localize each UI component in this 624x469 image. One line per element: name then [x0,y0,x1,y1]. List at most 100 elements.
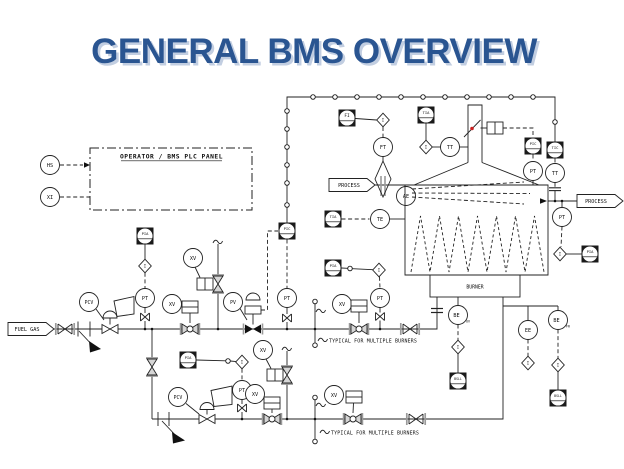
logic-i: I [378,268,381,273]
te-tag: TE [377,217,383,223]
venturi-icon [374,159,392,199]
pt-steam-tag: PT [559,215,565,221]
pcv-pilot-tag: PCV [174,395,183,401]
highway-node-icon [420,94,426,100]
xv-vent-gas: XV [183,239,225,329]
be-uv-tag: BE [453,313,459,319]
manual-valve-icon [282,313,292,323]
highway-node-icon [284,108,290,114]
process-out-label: PROCESS [585,199,607,205]
pia-pilot-chain: PIA I PT [179,351,252,419]
process-in-label: PROCESS [338,183,360,189]
diaphragm-actuator-icon [102,310,118,319]
panel-label: OPERATOR / BMS PLC PANEL [120,154,223,161]
diaphragm-actuator-icon [245,292,261,301]
pia-pilot-tag: PIA [185,355,193,360]
xi-tag: XI [47,195,53,201]
pcv-gas-valve: PCV [79,292,135,335]
be-uv-suffix: UV [466,320,470,324]
highway-node-icon [486,94,492,100]
manual-valve-icon [140,312,150,322]
ft-tag: FT [380,145,386,151]
xv-block1-gas: XV [162,294,201,336]
typical-note-main: TYPICAL FOR MULTIPLE BURNERS [329,339,417,345]
instrument-xi: XI [40,187,90,207]
highway-node-icon [398,94,404,100]
piston-actuator-icon [350,299,368,313]
logic-i: I [527,361,530,366]
logic-i: I [382,118,385,123]
tic-tag: TIC [552,145,559,150]
burner-label: BURNER [466,284,483,290]
bsll-uv-tag: BSLL [454,377,462,381]
xv-block1-pilot: XV [245,384,283,426]
pia-gas2-chain: PIA I PT [324,259,390,329]
pcv-pilot-valve: PCV [168,385,233,425]
highway-node-icon [284,180,290,186]
fi-tag: FI [344,113,350,119]
bsll-fr-tag: BSLL [554,394,562,398]
be-fr-tag: BE [553,318,559,324]
xv-vent-gas-tag: XV [190,256,196,262]
highway-node-icon [464,94,470,100]
xv-block2-pilot-tag: XV [331,393,337,399]
pt-pilot-tag: PT [239,388,245,394]
note-leader-icon [319,429,330,435]
highway-node-icon [310,94,316,100]
instrument-hs: HS [40,155,90,175]
highway-node-icon [284,126,290,132]
boiler: TIA TE BURNER [324,162,549,298]
sight-path-lines [411,181,531,205]
damper-actuator-icon [486,121,504,135]
highway-node-icon [284,162,290,168]
tia-furnace-tag: TIA [330,214,338,219]
pt-furnace-tag: PT [530,169,536,175]
xv-vent-pilot-tag: XV [260,348,266,354]
shared-display-bsll-fr-icon [549,389,567,407]
control-valve-icon [101,323,119,335]
pilot-horn-icon [210,385,233,407]
main-gas-line: FUEL GAS PCV PIA I PT [7,222,443,419]
pia-gas1-chain: PIA I PT [135,227,155,329]
logic-i: I [559,252,562,257]
spec-break-icon [78,330,101,353]
ball-valve-icon [261,412,283,426]
page-title: GENERAL BMS OVERVIEW [91,32,537,71]
pia-steam-tag: PIA [587,249,595,254]
hs-tag: HS [47,163,53,169]
logic-i: I [557,363,560,368]
logic-i: I [457,345,460,350]
globe-valve-icon [245,324,261,334]
xv-block1-gas-tag: XV [169,302,175,308]
highway-node-icon [508,94,514,100]
spec-break-icon [161,420,185,444]
stack-and-damper: TIA I TT PIC PT [417,104,543,185]
ball-valve-icon [342,412,364,426]
manual-valve-icon [375,312,385,321]
pv-gas-valve: PV [223,230,278,335]
pt-gas2-tag: PT [284,296,290,302]
pt-gas1-tag: PT [142,296,148,302]
tt-steam-tag: TT [552,171,558,177]
manual-valve-icon [237,403,247,413]
pcv-gas-tag: PCV [85,300,94,306]
ae-tag: AE [403,194,409,200]
xv-block2-gas: XV [332,294,370,336]
vent-squiggle-icon [212,239,223,245]
pt-gas3-tag: PT [377,296,383,302]
signal-highway [284,94,558,223]
logic-i: I [241,360,244,365]
piston-actuator-icon [181,300,199,314]
diaphragm-actuator-icon [199,402,215,410]
shared-display-bsll-uv-icon [449,372,467,390]
xv-block2-gas-tag: XV [339,302,345,308]
xv-block2-pilot: XV [324,385,364,426]
highway-node-icon [332,94,338,100]
arrowhead-icon [84,162,90,168]
flame-detection: BE UV I BSLL EE I BE FR I BSLL [448,297,571,407]
highway-node-icon [284,144,290,150]
highway-node-icon [552,119,558,125]
xv-vent-pilot: XV [253,340,294,419]
